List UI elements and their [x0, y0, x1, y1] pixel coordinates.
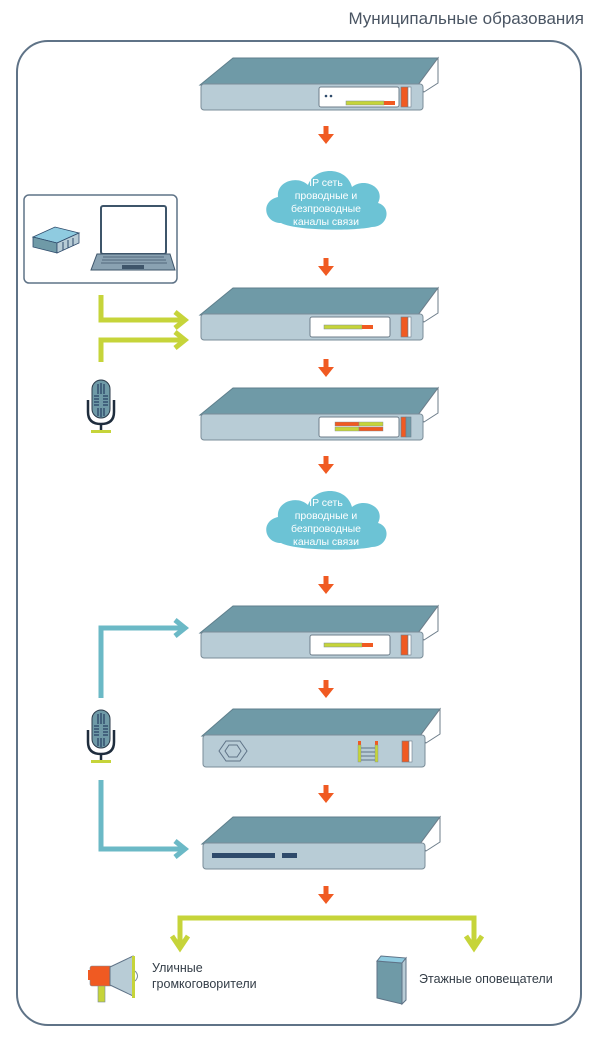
flow-arrow-icon: [318, 359, 334, 377]
central-server-device: [199, 57, 439, 111]
controller-device: [200, 815, 441, 870]
slot-indicator: [282, 853, 297, 858]
cloud-line: проводные и: [294, 510, 358, 522]
operator-workstation: [23, 194, 178, 284]
label-line: Этажные оповещатели: [419, 972, 553, 986]
input-flow-teal: [98, 618, 190, 859]
cloud-label: IP сеть проводные и безпроводные каналы …: [266, 177, 386, 229]
level-bar-peak: [362, 643, 373, 647]
diagram-title: Муниципальные образования: [348, 9, 584, 28]
label-line: громкоговорители: [152, 977, 257, 991]
output-flow-lime: [169, 915, 485, 953]
cloud-line: безпроводные: [290, 203, 362, 215]
level-bar-peak: [362, 325, 373, 329]
level-bar: [323, 324, 363, 330]
flow-arrow-icon: [318, 258, 334, 276]
power-indicator: [400, 634, 409, 656]
local-server-device: [199, 605, 439, 659]
fan-grille-icon: [218, 740, 248, 762]
laptop-icon: [90, 205, 176, 271]
input-flow-lime: [98, 295, 190, 362]
flow-arrow-icon: [318, 785, 334, 803]
power-indicator: [400, 316, 409, 338]
cloud-label: IP сеть проводные и безпроводные каналы …: [266, 497, 386, 549]
microphone-icon: [86, 708, 116, 765]
regional-switch-device: [199, 387, 439, 441]
power-indicator: [400, 86, 409, 108]
flow-arrow-icon: [318, 126, 334, 144]
flow-arrow-icon: [318, 680, 334, 698]
megaphone-icon: [88, 955, 138, 1003]
power-indicator: [401, 740, 410, 763]
slot-indicator: [212, 853, 275, 858]
power-indicator: [400, 416, 407, 438]
level-bar-peak: [384, 101, 395, 105]
flow-arrow-icon: [318, 886, 334, 904]
regional-server-device: [199, 287, 439, 341]
cloud-line: проводные и: [294, 190, 358, 202]
cloud-line: безпроводные: [290, 523, 362, 535]
level-bar: [345, 100, 385, 106]
label-line: Уличные: [152, 961, 203, 975]
amplifier-device: [200, 707, 441, 768]
cloud-line: IP сеть: [309, 497, 343, 509]
cloud-line: каналы связи: [293, 536, 359, 548]
flow-arrow-icon: [318, 456, 334, 474]
municipal-frame: [16, 40, 582, 1026]
rack-unit-icon: [31, 226, 81, 254]
floor-speaker-icon: [376, 955, 407, 1006]
level-meter-icon: [357, 741, 379, 763]
cloud-line: IP сеть: [309, 177, 343, 189]
cloud-line: каналы связи: [293, 216, 359, 228]
level-bar: [323, 642, 363, 648]
led-indicator: [329, 94, 333, 98]
floor-notifiers-label: Этажные оповещатели: [419, 971, 553, 987]
street-speakers-label: Уличные громкоговорители: [152, 960, 257, 992]
microphone-icon: [86, 378, 116, 435]
flow-arrow-icon: [318, 576, 334, 594]
led-indicator: [324, 94, 328, 98]
